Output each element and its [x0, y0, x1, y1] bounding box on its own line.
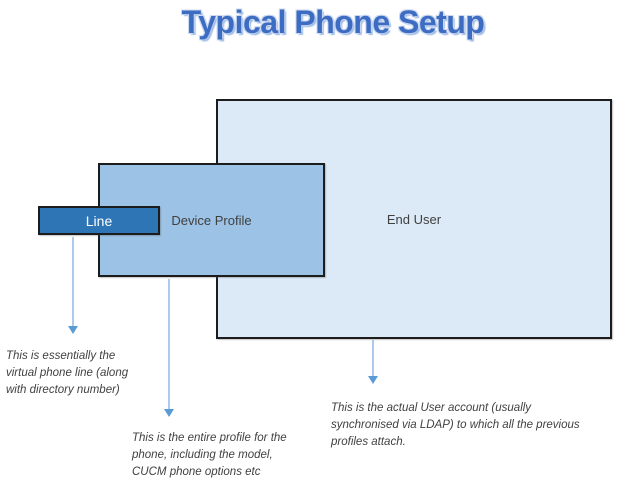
line-annotation: This is essentially the virtual phone li… [6, 348, 156, 399]
line-label: Line [85, 212, 113, 229]
end-user-annotation-line1: This is the actual User account (usually [331, 402, 532, 414]
end-user-annotation: This is the actual User account (usually… [331, 400, 596, 451]
line-box: Line [38, 206, 160, 235]
device-profile-annotation: This is the entire profile for the phone… [132, 430, 342, 481]
device-profile-down-arrow-icon [164, 409, 174, 417]
line-annotation-line1: This is essentially the [6, 350, 116, 362]
line-down-arrow-icon [68, 326, 78, 334]
line-annotation-line3: with directory number) [6, 384, 120, 396]
end-user-label: End User [386, 211, 442, 227]
page-title: Typical Phone Setup [181, 4, 485, 40]
line-annotation-line2: virtual phone line (along [6, 367, 129, 379]
device-profile-annotation-line3: CUCM phone options etc [132, 466, 261, 478]
device-profile-down-arrow-shaft [168, 279, 170, 410]
device-profile-annotation-line2: phone, including the model, [132, 449, 273, 461]
end-user-annotation-line3: profiles attach. [331, 436, 406, 448]
end-user-down-arrow-shaft [372, 340, 374, 377]
end-user-down-arrow-icon [368, 376, 378, 384]
device-profile-annotation-line1: This is the entire profile for the [132, 432, 287, 444]
device-profile-label: Device Profile [171, 212, 252, 228]
end-user-annotation-line2: synchronised via LDAP) to which all the … [331, 419, 580, 431]
line-down-arrow-shaft [72, 237, 74, 327]
